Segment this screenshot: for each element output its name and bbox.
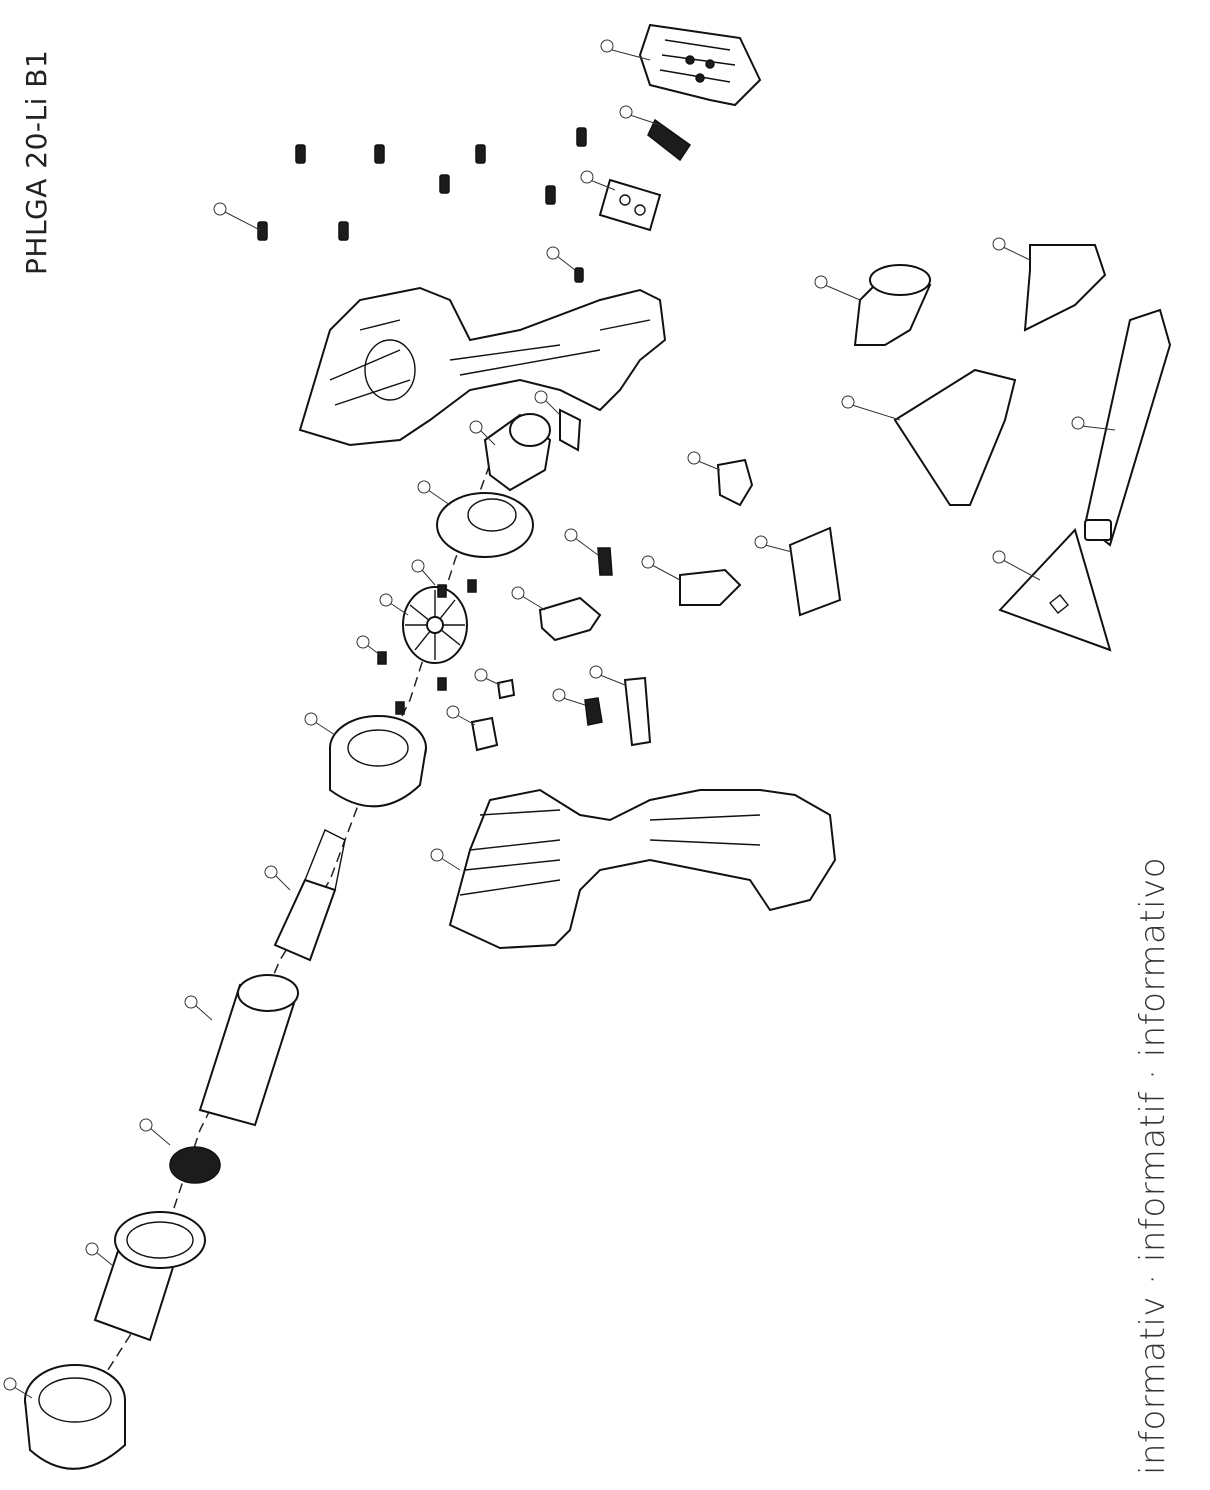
spring-upper — [597, 547, 613, 576]
screws — [257, 127, 602, 325]
circuit-plate — [598, 178, 662, 232]
small-clip — [496, 678, 516, 700]
reflector-nozzle — [1023, 244, 1107, 332]
reducing-nozzle — [853, 264, 932, 346]
outer-tube — [93, 1211, 206, 1342]
assembled-tool — [448, 788, 837, 950]
callout-circles — [3, 39, 1085, 1391]
trigger-switch — [538, 596, 602, 642]
heating-element — [273, 829, 346, 962]
control-board — [788, 526, 842, 617]
fan-housing — [329, 715, 427, 808]
lock-part — [470, 716, 499, 752]
mesh-disc — [169, 1146, 221, 1184]
switch-cap — [716, 458, 754, 507]
front-ring — [24, 1364, 126, 1470]
inner-tube — [198, 974, 299, 1127]
switch-block — [679, 568, 742, 606]
switch-contact — [559, 408, 582, 452]
fan-wheel — [402, 586, 468, 664]
motor-mount — [436, 492, 534, 558]
scraper — [1083, 308, 1172, 547]
battery-pack — [638, 23, 762, 107]
triangle-scraper-blade — [998, 528, 1112, 652]
housing-left-half — [298, 286, 667, 447]
leader-lines — [13, 49, 1116, 1399]
motor — [483, 413, 552, 492]
wide-slot-nozzle — [893, 368, 1017, 506]
small-fasteners — [377, 579, 477, 715]
contact-strip — [647, 118, 692, 162]
slide-button — [623, 676, 652, 747]
spring-lower — [584, 697, 603, 726]
